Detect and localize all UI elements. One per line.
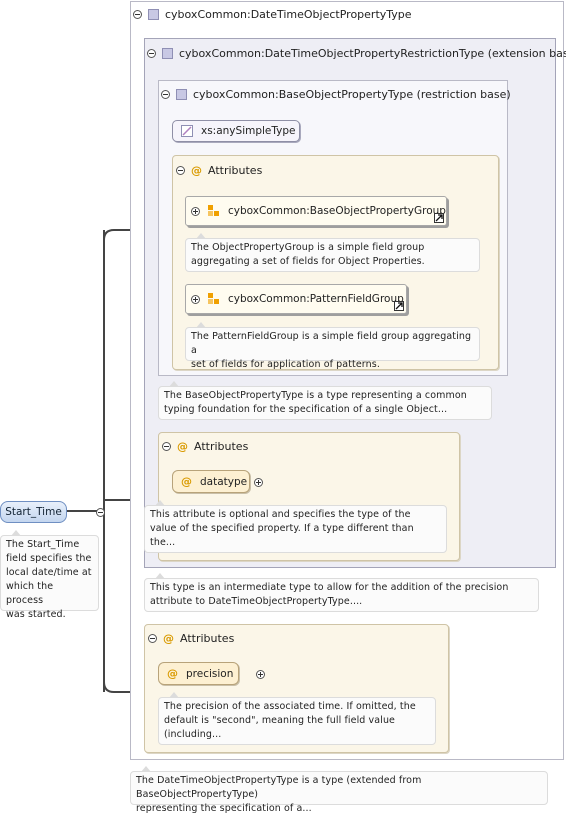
link-arrow-icon[interactable]	[434, 213, 444, 223]
type-base-header: cyboxCommon:BaseObjectPropertyType (rest…	[161, 88, 511, 101]
type-base-label: cyboxCommon:BaseObjectPropertyType (rest…	[193, 88, 511, 101]
collapse-icon[interactable]	[147, 49, 156, 58]
link-arrow-icon[interactable]	[394, 301, 404, 311]
collapse-icon[interactable]	[162, 442, 171, 451]
expand-icon[interactable]	[254, 478, 263, 487]
type-restriction-header: cyboxCommon:DateTimeObjectPropertyRestri…	[147, 47, 566, 60]
simple-type-icon	[181, 125, 193, 137]
element-start-time-label: Start_Time	[5, 506, 62, 518]
expand-icon[interactable]	[191, 294, 200, 304]
collapse-icon[interactable]	[133, 10, 142, 19]
attribute-datatype-label: datatype	[200, 475, 248, 488]
attribute-group-base-object-property[interactable]: cyboxCommon:BaseObjectPropertyGroup	[185, 196, 447, 226]
expand-icon[interactable]	[255, 670, 265, 679]
type-restriction-documentation: This type is an intermediate type to all…	[144, 573, 539, 612]
at-icon: @	[191, 164, 202, 177]
simple-type-label: xs:anySimpleType	[201, 125, 296, 137]
element-start-time[interactable]: Start_Time	[0, 501, 67, 523]
collapse-icon[interactable]	[96, 508, 105, 517]
element-documentation: The Start_Time field specifies the local…	[0, 530, 99, 620]
collapse-icon[interactable]	[161, 90, 170, 99]
attribute-group-pattern-field[interactable]: cyboxCommon:PatternFieldGroup	[185, 284, 407, 314]
attribute-group-icon	[208, 205, 220, 217]
complex-type-icon	[176, 89, 187, 100]
attributes-inner-header: @ Attributes	[176, 164, 262, 177]
complex-type-icon	[162, 48, 173, 59]
type-restriction-label: cyboxCommon:DateTimeObjectPropertyRestri…	[179, 47, 566, 60]
attributes-inner-label: Attributes	[208, 164, 263, 177]
attributes-mid-label: Attributes	[194, 440, 249, 453]
attribute-precision[interactable]: @ precision	[158, 662, 239, 685]
attribute-precision-label: precision	[186, 667, 234, 680]
attribute-group-icon	[208, 293, 220, 305]
type-datetime-documentation: The DateTimeObjectPropertyType is a type…	[130, 766, 548, 814]
at-icon: @	[163, 632, 174, 645]
attributes-outer-label: Attributes	[180, 632, 235, 645]
attributes-outer-header: @ Attributes	[148, 632, 234, 645]
at-icon: @	[177, 440, 188, 453]
attributes-mid-header: @ Attributes	[162, 440, 248, 453]
at-icon: @	[181, 475, 192, 488]
attribute-group-label: cyboxCommon:PatternFieldGroup	[228, 293, 404, 305]
collapse-icon[interactable]	[148, 634, 157, 643]
precision-documentation: The precision of the associated time. If…	[158, 692, 436, 745]
datatype-documentation: This attribute is optional and specifies…	[144, 500, 447, 553]
expand-icon[interactable]	[191, 206, 200, 216]
collapse-icon[interactable]	[176, 166, 185, 175]
type-base-documentation: The BaseObjectPropertyType is a type rep…	[158, 381, 492, 420]
at-icon: @	[167, 667, 178, 680]
type-datetime-header: cyboxCommon:DateTimeObjectPropertyType	[133, 8, 412, 21]
group1-documentation: The ObjectPropertyGroup is a simple fiel…	[185, 233, 480, 272]
simple-type-anysimpletype[interactable]: xs:anySimpleType	[172, 120, 300, 142]
group2-documentation: The PatternFieldGroup is a simple field …	[185, 322, 480, 370]
attribute-datatype[interactable]: @ datatype	[172, 470, 250, 493]
attribute-group-label: cyboxCommon:BaseObjectPropertyGroup	[228, 205, 446, 217]
type-datetime-label: cyboxCommon:DateTimeObjectPropertyType	[165, 8, 412, 21]
complex-type-icon	[148, 9, 159, 20]
